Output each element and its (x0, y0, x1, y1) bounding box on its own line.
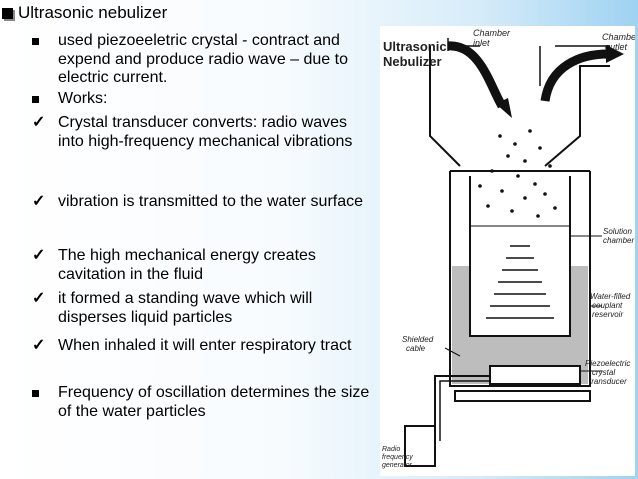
checkmark-icon: ✓ (32, 114, 46, 131)
label-chamber-inlet: inlet (473, 38, 490, 48)
bullet-text: Works: (58, 90, 108, 107)
bullet-item: ✓ The high mechanical energy creates cav… (32, 247, 376, 284)
outlet-arrow (540, 49, 609, 102)
label-chamber-inlet: Chamber (473, 28, 511, 38)
bullet-item: ✓ Crystal transducer converts: radio wav… (32, 114, 376, 151)
label-water-reservoir: couplant (592, 301, 623, 310)
checkmark-icon: ✓ (32, 247, 46, 264)
droplets (478, 129, 557, 218)
bullet-text: Frequency of oscillation determines the … (58, 384, 370, 420)
label-water-reservoir: reservoir (592, 310, 623, 319)
inlet-arrow (447, 41, 506, 109)
label-shielded-cable: cable (406, 344, 426, 353)
label-chamber-outlet: Chamber (602, 32, 635, 42)
arrow-head-icon (606, 45, 624, 63)
square-bullet-icon (32, 90, 39, 109)
label-piezo-transducer: Piezoelectric (585, 359, 630, 368)
diagram-heading: Ultrasonic (383, 39, 447, 54)
label-radio-generator: Radio (382, 446, 400, 453)
label-radio-generator: frequency (382, 454, 413, 461)
standing-wave (486, 245, 554, 319)
bullet-item: ✓ vibration is transmitted to the water … (32, 193, 376, 212)
bullet-text: it formed a standing wave which will dis… (58, 290, 313, 326)
bullet-item: ✓ it formed a standing wave which will d… (32, 290, 376, 327)
bullet-item: ✓ When inhaled it will enter respiratory… (32, 337, 376, 356)
bullet-text: The high mechanical energy creates cavit… (58, 247, 316, 283)
bullet-item: Frequency of oscillation determines the … (32, 384, 376, 421)
label-piezo-transducer: crystal (592, 368, 615, 377)
label-shielded-cable: Shielded (402, 335, 434, 344)
crystal-transducer (489, 365, 581, 385)
bullet-item: Works: (32, 90, 376, 109)
label-solution-chamber: chamber (603, 236, 634, 245)
arrow-head-icon (496, 98, 512, 118)
checkmark-icon: ✓ (32, 290, 46, 307)
label-chamber-outlet: outlet (605, 42, 628, 52)
slide-title: Ultrasonic nebulizer (2, 3, 167, 23)
square-bullet-icon (2, 8, 13, 19)
label-piezo-transducer: transducer (589, 377, 627, 386)
square-bullet-icon (32, 384, 39, 403)
label-water-reservoir: Water-filled (590, 292, 631, 301)
checkmark-icon: ✓ (32, 337, 46, 354)
checkmark-icon: ✓ (32, 193, 46, 210)
bullet-item: used piezoeeletric crystal - contract an… (32, 32, 376, 88)
nebulizer-diagram: Ultrasonic Nebulizer Chamber inlet Chamb… (380, 26, 635, 476)
radio-frequency-generator (404, 425, 436, 467)
bullet-text: used piezoeeletric crystal - contract an… (58, 32, 348, 86)
label-radio-generator: generator (382, 462, 413, 469)
solution-chamber (469, 176, 571, 337)
square-bullet-icon (32, 32, 39, 51)
nebulizer-diagram-svg: Ultrasonic Nebulizer Chamber inlet Chamb… (382, 28, 635, 469)
bullet-text: When inhaled it will enter respiratory t… (58, 337, 352, 354)
bullet-text: vibration is transmitted to the water su… (58, 193, 364, 210)
bullet-text: Crystal transducer converts: radio waves… (58, 114, 353, 150)
slide-title-text: Ultrasonic nebulizer (18, 3, 168, 22)
label-solution-chamber: Solution (603, 227, 632, 236)
diagram-heading: Nebulizer (383, 54, 442, 69)
